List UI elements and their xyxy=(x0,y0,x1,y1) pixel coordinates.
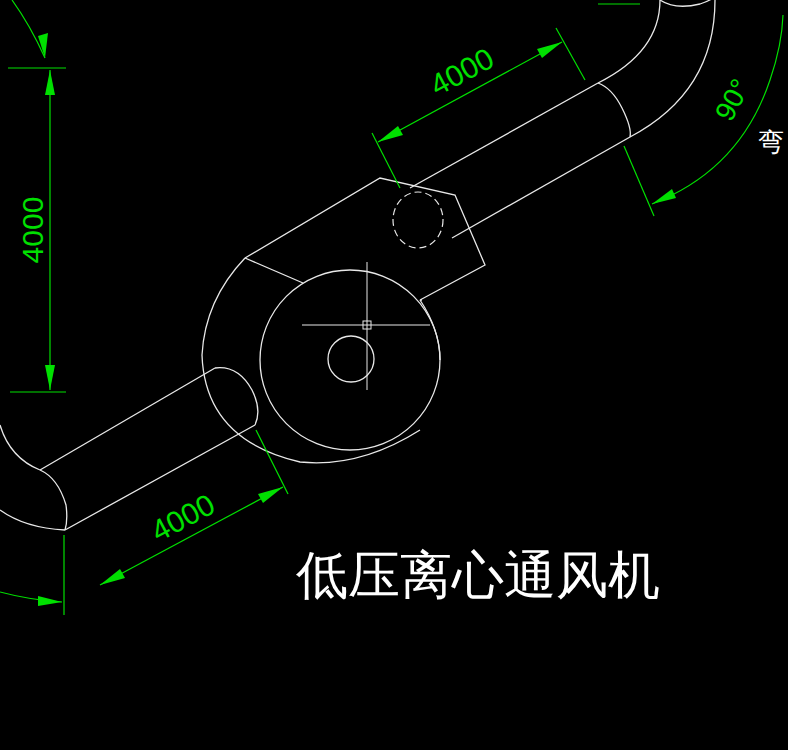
dimension-text: 4000 xyxy=(146,489,219,547)
dimension-text: 4000 xyxy=(18,197,48,264)
center-mark xyxy=(302,262,430,390)
outline xyxy=(0,0,715,530)
arrowheads xyxy=(38,33,676,606)
dimension-text: 4000 xyxy=(425,43,498,101)
partial-note: 弯 xyxy=(758,129,784,155)
dimension-lines xyxy=(0,0,783,615)
drawing-caption: 低压离心通风机 xyxy=(296,549,660,601)
dashed-circle xyxy=(393,192,443,248)
angle-text: 90° xyxy=(711,75,756,126)
